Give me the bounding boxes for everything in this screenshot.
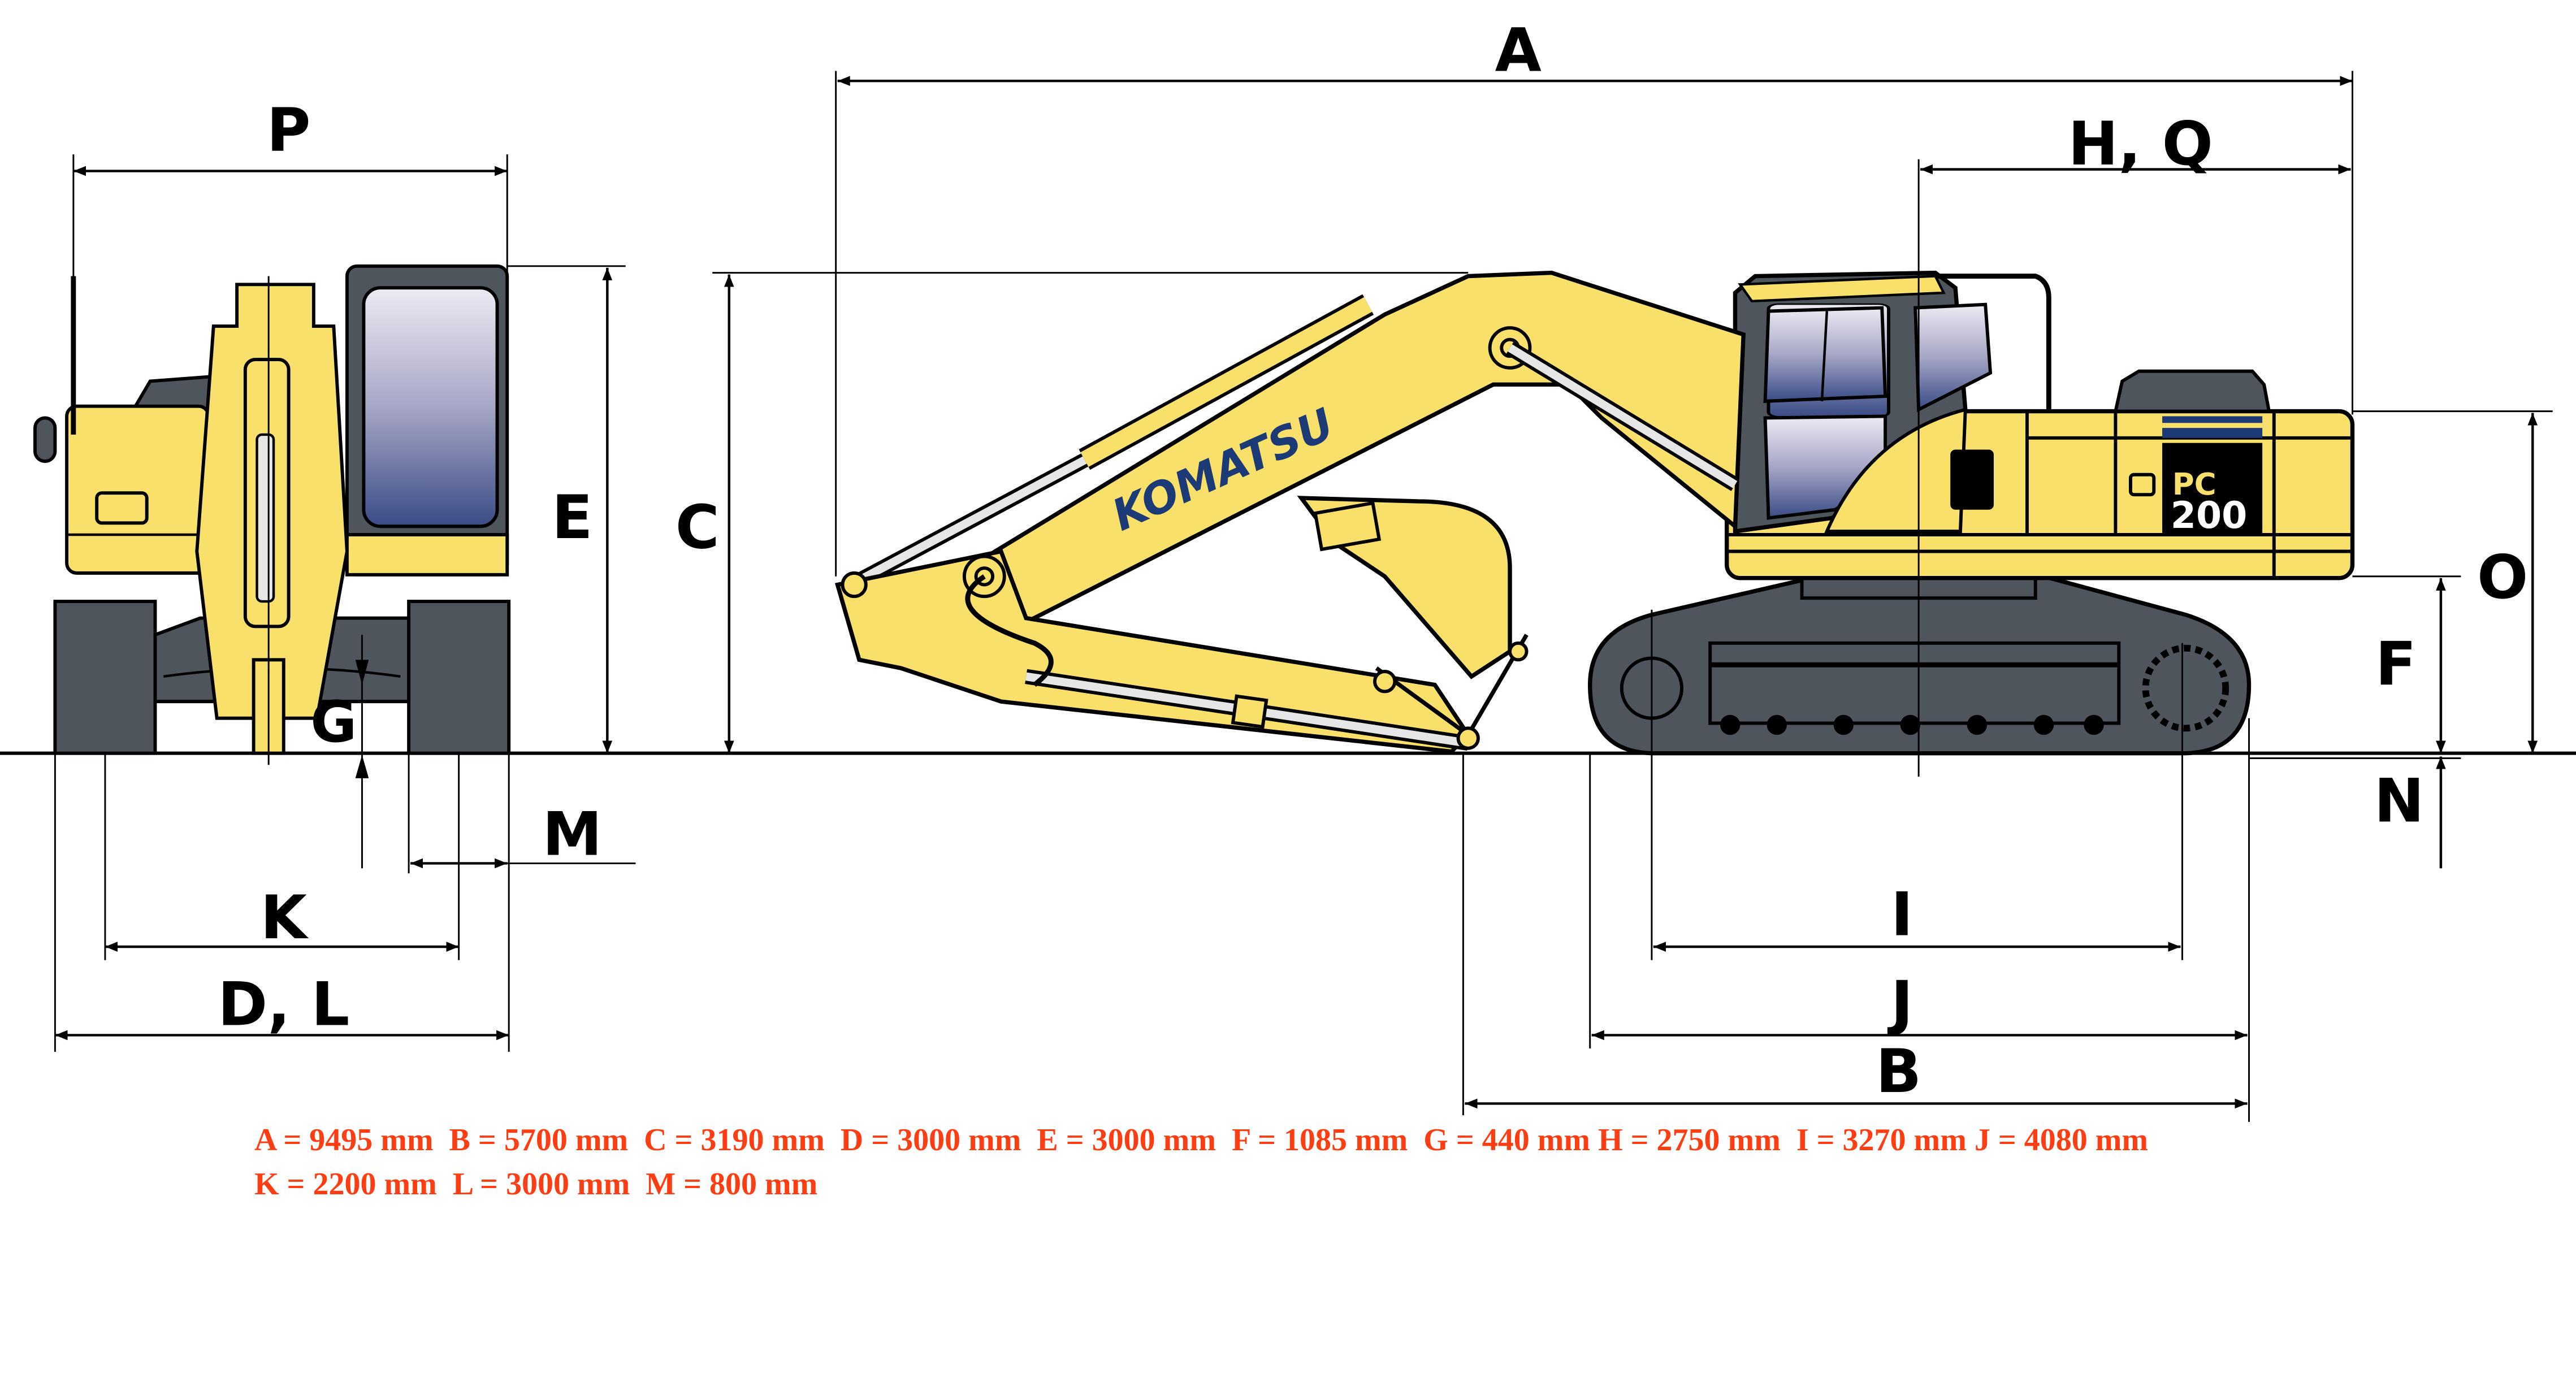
front-view bbox=[33, 264, 511, 765]
left-track bbox=[53, 600, 157, 755]
side-view: PC 200 KOMATSU bbox=[834, 270, 2355, 756]
cab-windshield bbox=[362, 286, 499, 528]
model-badge-number: 200 bbox=[2171, 495, 2248, 537]
label-G: G bbox=[310, 689, 357, 755]
label-P: P bbox=[267, 96, 311, 166]
front-view-dimensions: P E G M K D, L bbox=[54, 96, 636, 1052]
sprocket-icon bbox=[2142, 644, 2229, 732]
side-view-dimensions: A H, Q C O F N I J B bbox=[676, 15, 2553, 1122]
label-N: N bbox=[2374, 766, 2425, 837]
label-C: C bbox=[676, 493, 720, 563]
label-DL: D, L bbox=[218, 970, 349, 1040]
label-K: K bbox=[261, 883, 309, 953]
engine-housing bbox=[65, 404, 210, 575]
engine-hood bbox=[2113, 369, 2271, 413]
model-badge-prefix: PC bbox=[2172, 467, 2216, 502]
label-F: F bbox=[2375, 630, 2417, 700]
label-B: B bbox=[1876, 1037, 1921, 1107]
boom bbox=[964, 270, 1746, 629]
label-O: O bbox=[2477, 543, 2528, 613]
model-badge bbox=[2162, 443, 2263, 535]
cab-window-rear bbox=[1913, 302, 1993, 413]
label-E: E bbox=[552, 483, 593, 553]
spec-line-2: K = 2200 mm L = 3000 mm M = 800 mm bbox=[254, 1167, 818, 1202]
label-A: A bbox=[1495, 15, 1542, 85]
label-J: J bbox=[1887, 968, 1913, 1038]
label-HQ: H, Q bbox=[2068, 109, 2213, 179]
label-I: I bbox=[1891, 879, 1913, 950]
spec-line-1: A = 9495 mm B = 5700 mm C = 3190 mm D = … bbox=[254, 1123, 2149, 1158]
right-track bbox=[407, 600, 511, 755]
label-M: M bbox=[542, 800, 602, 870]
mirror-icon bbox=[33, 416, 57, 463]
